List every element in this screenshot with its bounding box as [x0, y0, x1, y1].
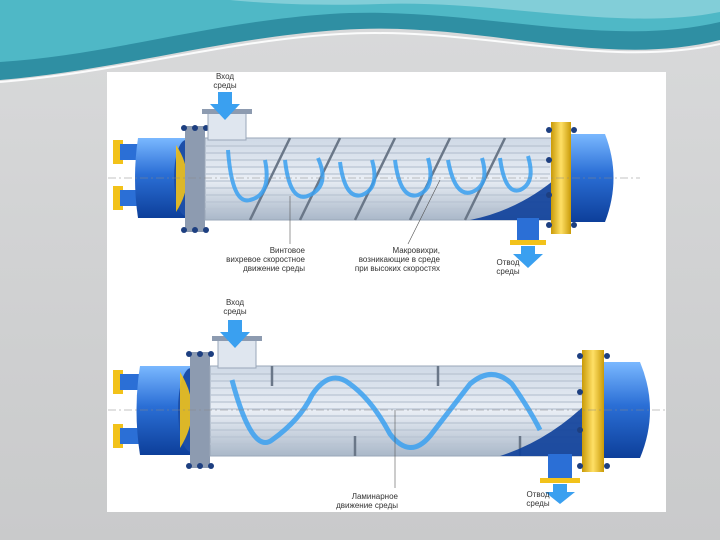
top-outlet-nozzle — [510, 218, 546, 245]
bottom-inlet-label: Вход среды — [215, 298, 255, 316]
top-inlet-label: Вход среды — [205, 72, 245, 90]
top-macrovortex-caption: Макровихри, возникающие в среде при высо… — [330, 246, 440, 273]
bottom-outlet-label: Отвод среды — [520, 490, 556, 508]
bottom-exchanger — [108, 320, 665, 504]
bottom-right-flange — [582, 350, 604, 472]
bottom-outlet-nozzle — [540, 454, 580, 483]
top-left-tubesheet — [185, 126, 205, 232]
top-exchanger — [108, 92, 640, 268]
top-helical-caption: Винтовое вихревое скоростное движение ср… — [205, 246, 305, 273]
top-outlet-label: Отвод среды — [490, 258, 526, 276]
bottom-laminar-caption: Ламинарное движение среды — [318, 492, 398, 510]
